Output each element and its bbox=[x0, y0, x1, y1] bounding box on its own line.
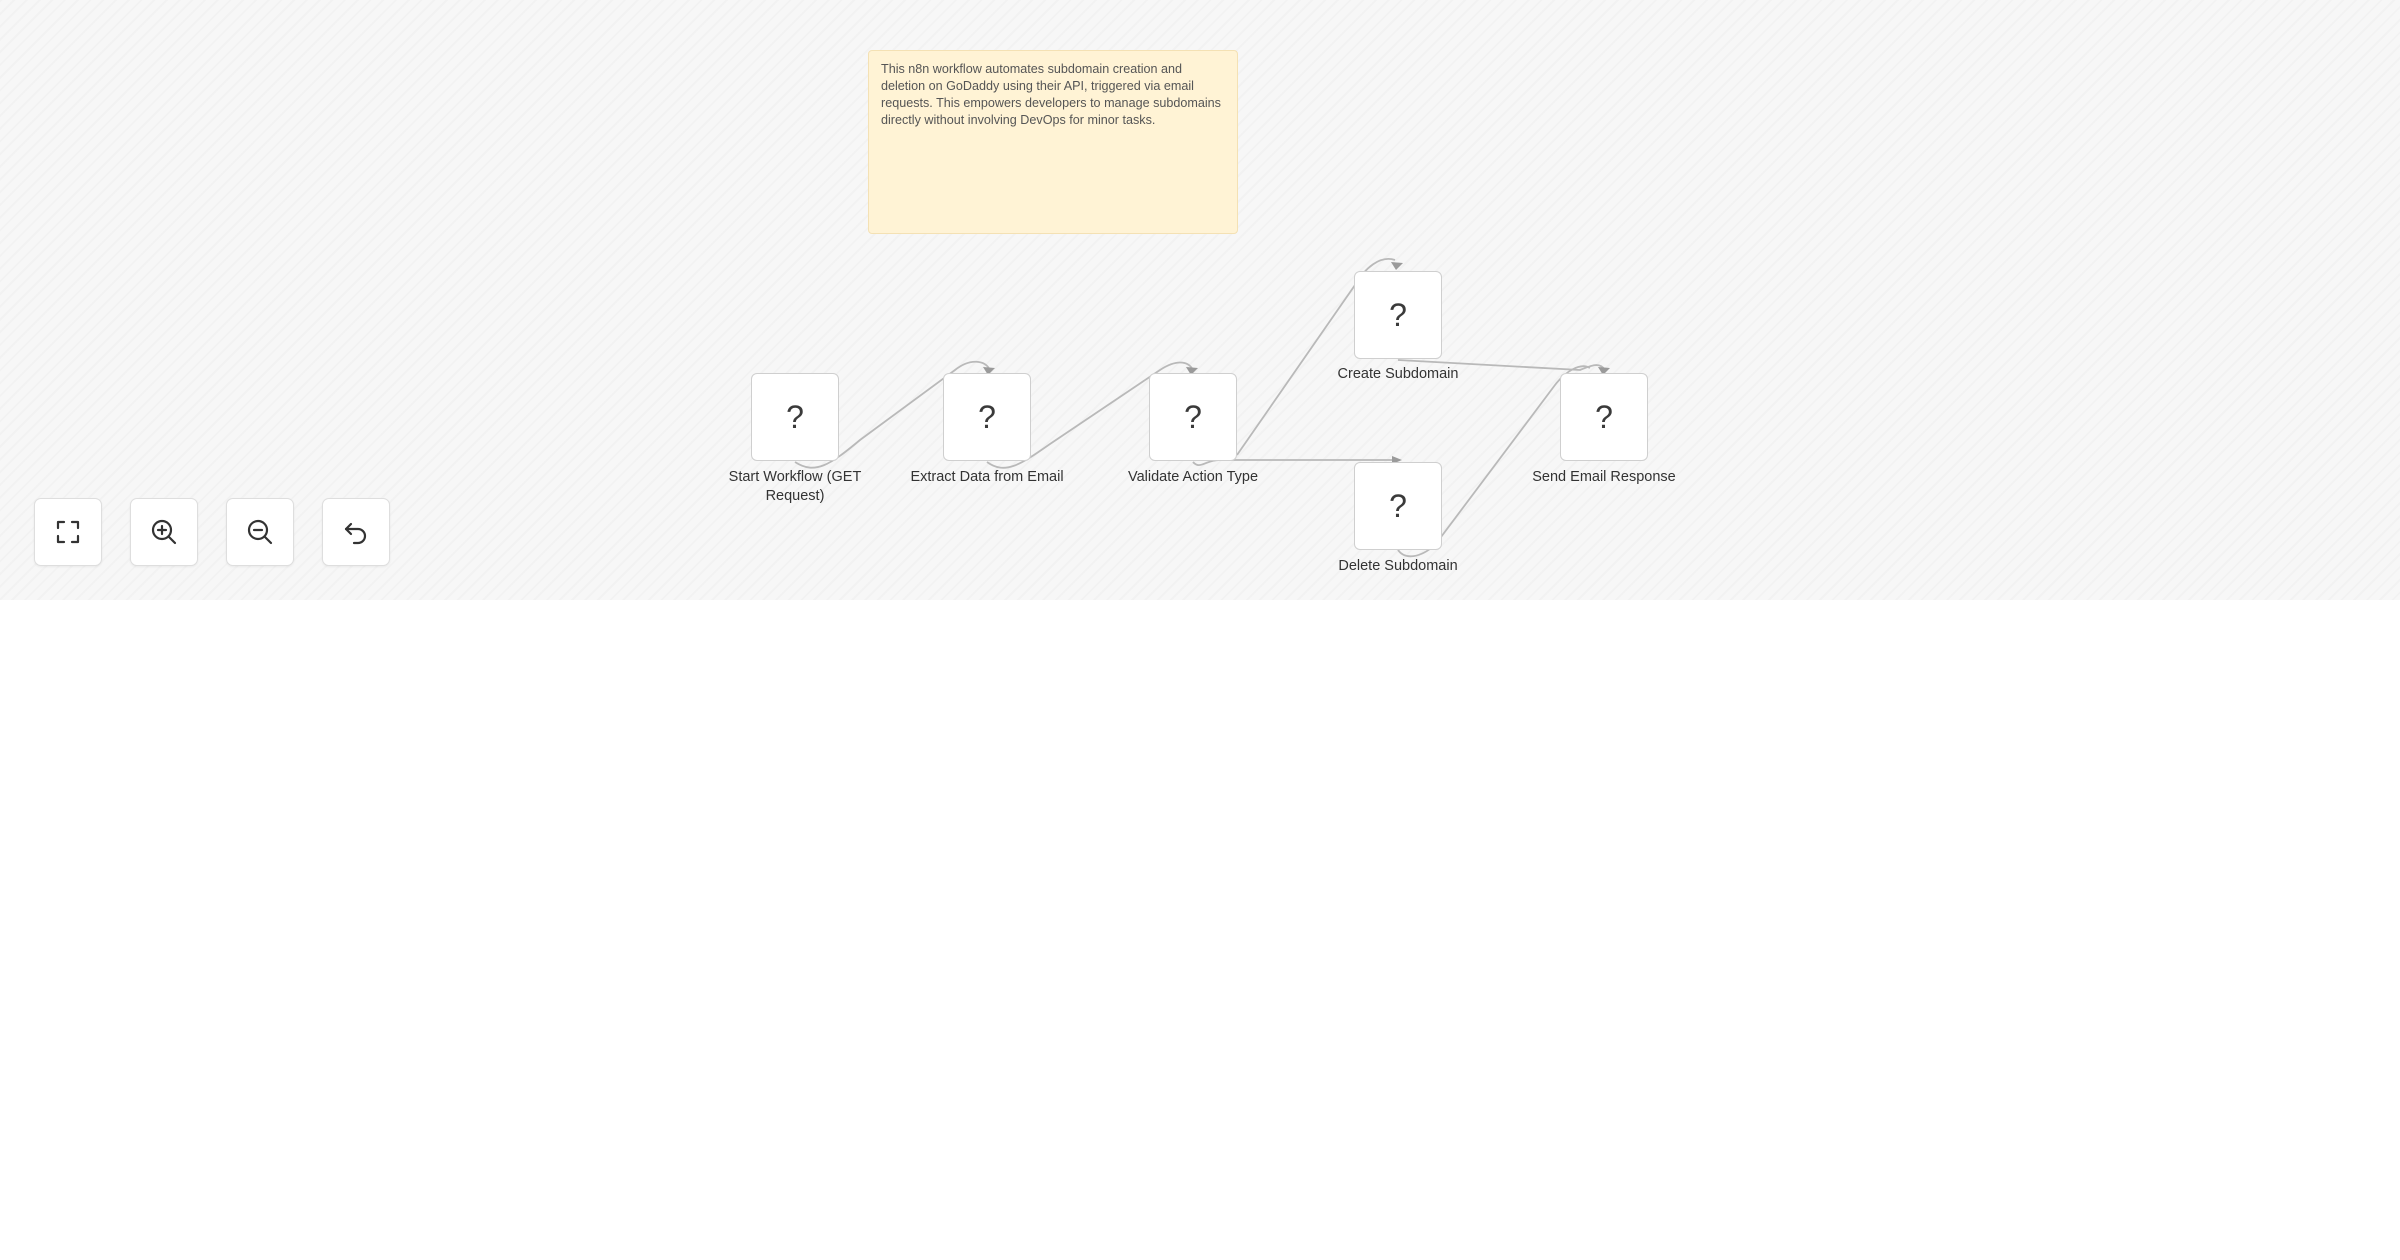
node-extract-data[interactable]: ? bbox=[943, 373, 1031, 461]
workflow-canvas[interactable]: This n8n workflow automates subdomain cr… bbox=[0, 0, 2400, 600]
unknown-node-icon: ? bbox=[1389, 487, 1407, 524]
node-send-email[interactable]: ? bbox=[1560, 373, 1648, 461]
node-label-extract-data: Extract Data from Email bbox=[910, 469, 1064, 485]
node-delete-subdomain[interactable]: ? bbox=[1354, 462, 1442, 550]
node-label-create-subdomain: Create Subdomain bbox=[1337, 366, 1459, 382]
zoom-in-icon bbox=[151, 519, 177, 545]
node-start-workflow[interactable]: ? bbox=[751, 373, 839, 461]
node-validate-action[interactable]: ? bbox=[1149, 373, 1237, 461]
zoom-out-button[interactable] bbox=[226, 498, 294, 566]
node-label-validate-action: Validate Action Type bbox=[1127, 469, 1259, 485]
unknown-node-icon: ? bbox=[1389, 296, 1407, 333]
sticky-note[interactable]: This n8n workflow automates subdomain cr… bbox=[868, 50, 1238, 234]
node-label-start-workflow: Start Workflow (GET Request) bbox=[728, 469, 862, 504]
node-create-subdomain[interactable]: ? bbox=[1354, 271, 1442, 359]
unknown-node-icon: ? bbox=[978, 398, 996, 435]
fullscreen-icon bbox=[56, 520, 80, 544]
unknown-node-icon: ? bbox=[786, 398, 804, 435]
node-label-delete-subdomain: Delete Subdomain bbox=[1338, 558, 1458, 574]
unknown-node-icon: ? bbox=[1184, 398, 1202, 435]
zoom-out-icon bbox=[247, 519, 273, 545]
reset-zoom-button[interactable] bbox=[322, 498, 390, 566]
unknown-node-icon: ? bbox=[1595, 398, 1613, 435]
zoom-in-button[interactable] bbox=[130, 498, 198, 566]
fullscreen-button[interactable] bbox=[34, 498, 102, 566]
node-label-send-email: Send Email Response bbox=[1532, 469, 1676, 485]
sticky-note-text: This n8n workflow automates subdomain cr… bbox=[881, 62, 1221, 127]
reset-icon bbox=[344, 522, 367, 545]
